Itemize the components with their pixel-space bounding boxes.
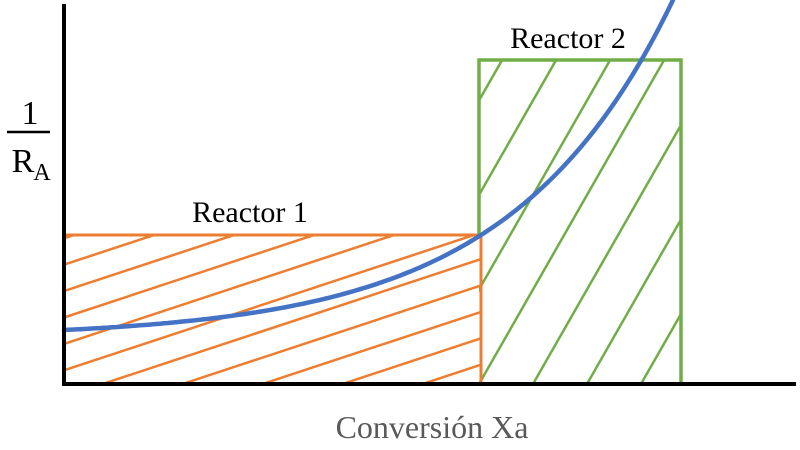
reactor-2-hatch-line bbox=[479, 60, 666, 384]
reactor-1-hatch-line bbox=[534, 169, 800, 400]
reactor-1-label: Reactor 1 bbox=[192, 196, 308, 229]
reactor-2-hatch-line bbox=[749, 34, 800, 384]
reactor-1-hatch-line bbox=[418, 363, 481, 384]
reactor-1-hatch-line bbox=[178, 284, 481, 384]
reactor-1-hatch-line bbox=[338, 336, 481, 384]
reactor-1-hatch-line bbox=[64, 235, 238, 293]
reactor-1-hatch-line bbox=[774, 169, 800, 400]
reactor-2-label: Reactor 2 bbox=[510, 22, 626, 55]
y-axis-label: 1 R A bbox=[7, 95, 51, 186]
reactor-1-hatch-line bbox=[614, 169, 800, 400]
reactor-1-hatch-line bbox=[0, 169, 114, 400]
reactor-1-hatch-line bbox=[64, 235, 318, 319]
reactor-1-hatch-line bbox=[0, 169, 34, 400]
reactor-2-hatching bbox=[479, 34, 800, 384]
reactor-2-hatch-line bbox=[531, 122, 681, 384]
reactor-1-hatch-line bbox=[694, 169, 800, 400]
reactor-2-hatch-line bbox=[695, 34, 800, 384]
reactor-1-hatching bbox=[0, 169, 800, 400]
y-label-numerator: 1 bbox=[22, 95, 39, 132]
reactor-2-hatch-line bbox=[479, 60, 612, 293]
rate-curve bbox=[61, 0, 676, 333]
reactor-1-hatch-line bbox=[98, 257, 481, 384]
y-label-subscript: A bbox=[33, 160, 51, 186]
reactor-2-hatch-line bbox=[479, 60, 504, 104]
reactor-1-hatch-line bbox=[64, 235, 398, 346]
x-axis-label: Conversión Xa bbox=[336, 409, 529, 445]
reactor-1-hatch-line bbox=[454, 169, 800, 400]
reactor-2-hatch-line bbox=[479, 60, 558, 198]
reactor-2-hatch-line bbox=[639, 311, 681, 384]
reactor-2-hatch-line bbox=[585, 216, 681, 384]
y-label-denominator: R bbox=[12, 143, 35, 180]
reactor-1-hatch-line bbox=[258, 310, 481, 384]
reactor-2-boundary bbox=[477, 58, 683, 384]
reactor-1-hatch-line bbox=[64, 235, 478, 372]
